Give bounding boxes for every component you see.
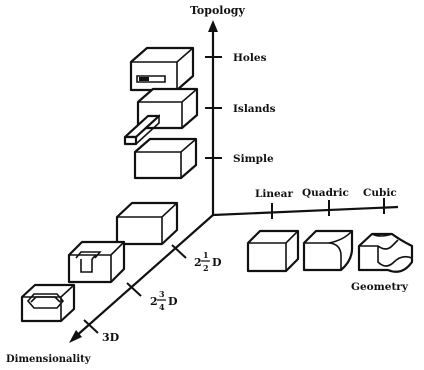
svg-text:4: 4 — [159, 302, 165, 312]
svg-text:D: D — [168, 295, 178, 308]
svg-text:D: D — [212, 256, 222, 269]
shape-cubic — [359, 234, 412, 272]
tick-label-islands: Islands — [233, 103, 276, 115]
topology-ticks: Holes Islands Simple — [205, 52, 276, 165]
tick-2-half-d — [172, 245, 186, 258]
tick-label-holes: Holes — [233, 52, 267, 64]
axes — [69, 20, 398, 343]
svg-text:2: 2 — [203, 263, 209, 273]
shape-linear — [248, 231, 298, 271]
shape-simple — [135, 139, 196, 178]
dimensionality-axis-label: Dimensionality — [6, 354, 92, 365]
geometry-axis — [213, 207, 398, 215]
svg-text:1: 1 — [203, 250, 209, 260]
shape-2-half-d — [117, 203, 177, 244]
geometry-axis-label: Geometry — [351, 281, 409, 293]
svg-text:2: 2 — [194, 256, 202, 269]
topology-axis-arrowhead — [208, 20, 218, 32]
shape-islands — [125, 89, 197, 144]
tick-label-cubic: Cubic — [363, 187, 397, 199]
shape-holes — [131, 48, 193, 90]
topology-axis-label: Topology — [190, 4, 245, 17]
svg-text:2: 2 — [150, 295, 158, 308]
shape-2-3quarter-d — [69, 242, 124, 282]
tick-label-2-3quarter-d: 2 3 4 D — [150, 289, 178, 312]
shape-quadric — [304, 231, 352, 270]
svg-text:3: 3 — [159, 289, 165, 299]
shape-3d — [22, 285, 74, 321]
tick-label-3d: 3D — [102, 331, 120, 344]
geometry-ticks: Linear Quadric Cubic — [255, 187, 397, 219]
tick-label-linear: Linear — [255, 188, 293, 200]
tick-label-quadric: Quadric — [302, 187, 349, 199]
tick-label-simple: Simple — [233, 153, 274, 165]
tick-label-2-half-d: 2 1 2 D — [194, 250, 222, 273]
